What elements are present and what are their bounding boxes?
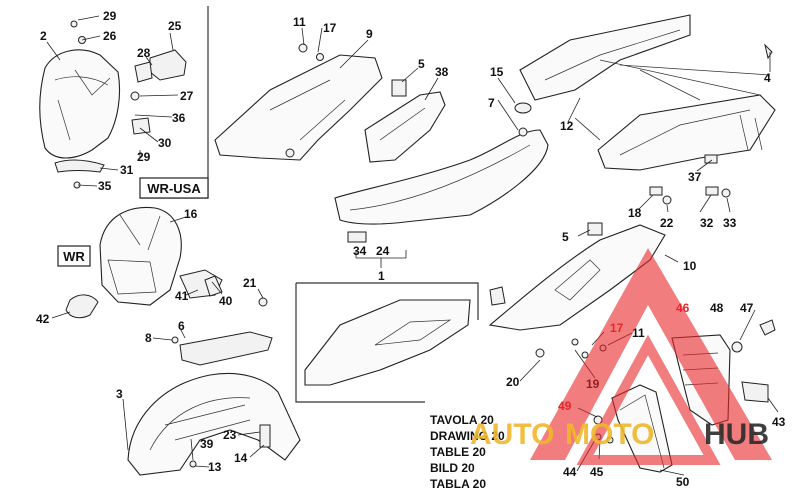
callout-14: 14 [234,451,248,465]
drawing-title-block: TAVOLA 20 DRAWING 20 TABLE 20 BILD 20 TA… [430,413,505,491]
callout-32: 32 [700,216,714,230]
callout-13: 13 [208,460,222,474]
tail-section-lower [597,94,776,171]
callout-16: 16 [184,207,198,221]
callout-20: 20 [506,375,520,389]
callout-6: 6 [178,319,185,333]
callout-39: 39 [200,437,214,451]
callout-40: 40 [219,294,233,308]
watermark-word-hub: HUB [704,418,769,451]
callout-45: 45 [590,465,604,479]
side-cover-10 [488,222,666,358]
headlight-fairing-wr [99,206,182,306]
front-fender [127,372,301,476]
callout-35: 35 [98,179,112,193]
watermark-word-moto: MOTO [565,418,654,451]
callout-24: 24 [376,244,390,258]
callout-8: 8 [145,331,152,345]
callout-11: 11 [293,15,306,29]
callout-18: 18 [628,206,642,220]
watermark-text: AUTO MOTO HUB [470,418,769,451]
callout-5: 5 [418,57,425,71]
drawing-title-fr: TABLE 20 [430,445,486,459]
drawing-title-en: DRAWING 20 [430,429,505,443]
watermark-logo [530,248,772,465]
drawing-title-it: TAVOLA 20 [430,413,494,427]
callout-28: 28 [137,46,151,60]
callout-41: 41 [175,289,189,303]
headlight-fairing-usa [39,49,121,159]
callout-4: 4 [764,71,771,85]
callout-23: 23 [223,428,237,442]
watermark-word-auto: AUTO [470,418,554,451]
callout-34: 34 [353,244,367,258]
callout-11-b: 11 [632,326,645,340]
callout-37: 37 [688,170,702,184]
callout-26: 26 [103,29,117,43]
callout-2: 2 [40,29,47,43]
callout-42: 42 [36,312,50,326]
clip-5-top [391,79,407,97]
callout-1: 1 [378,269,385,283]
callout-17: 17 [323,21,337,35]
callout-29-b: 29 [137,150,151,164]
fender-bracket [171,275,273,468]
callout-33: 33 [723,216,737,230]
callout-25: 25 [168,19,182,33]
wr-usa-label-box [139,177,209,199]
callout-50: 50 [676,475,690,489]
callout-29: 29 [103,9,117,23]
wr-usa-inset: WR-USA [139,6,209,199]
callout-48: 48 [710,301,724,315]
callout-3: 3 [116,387,123,401]
callout-38: 38 [435,65,449,79]
callout-10: 10 [683,259,697,273]
tail-section-upper [519,14,771,101]
side-panel-9 [214,54,383,161]
callout-7: 7 [488,96,495,110]
callout-numbers: 29 26 2 25 28 27 36 30 29 31 35 11 17 9 … [36,9,786,489]
callout-15: 15 [490,65,504,79]
callout-21: 21 [243,276,257,290]
seat [334,129,549,243]
callout-47: 47 [740,301,754,315]
callout-22: 22 [660,216,674,230]
callout-12: 12 [560,119,574,133]
callout-30: 30 [158,136,172,150]
drawing-title-de: BILD 20 [430,461,475,475]
tail-fasteners [649,43,773,205]
callout-31: 31 [120,163,134,177]
wr-label-box-group: WR [57,245,91,267]
callout-44: 44 [563,465,577,479]
callout-36: 36 [172,111,186,125]
side-cover-inset [295,282,506,403]
callout-43: 43 [772,415,786,429]
wr-usa-label: WR-USA [147,181,201,196]
watermark-triangle-icon [530,248,772,460]
wr-label: WR [63,249,85,264]
seat-bolt [514,102,532,137]
callout-27: 27 [180,89,194,103]
drawing-title-es: TABLA 20 [430,477,486,491]
callout-5-b: 5 [562,230,569,244]
side-panel-38 [364,91,446,163]
callout-9: 9 [366,27,373,41]
wr-label-box [57,245,91,267]
